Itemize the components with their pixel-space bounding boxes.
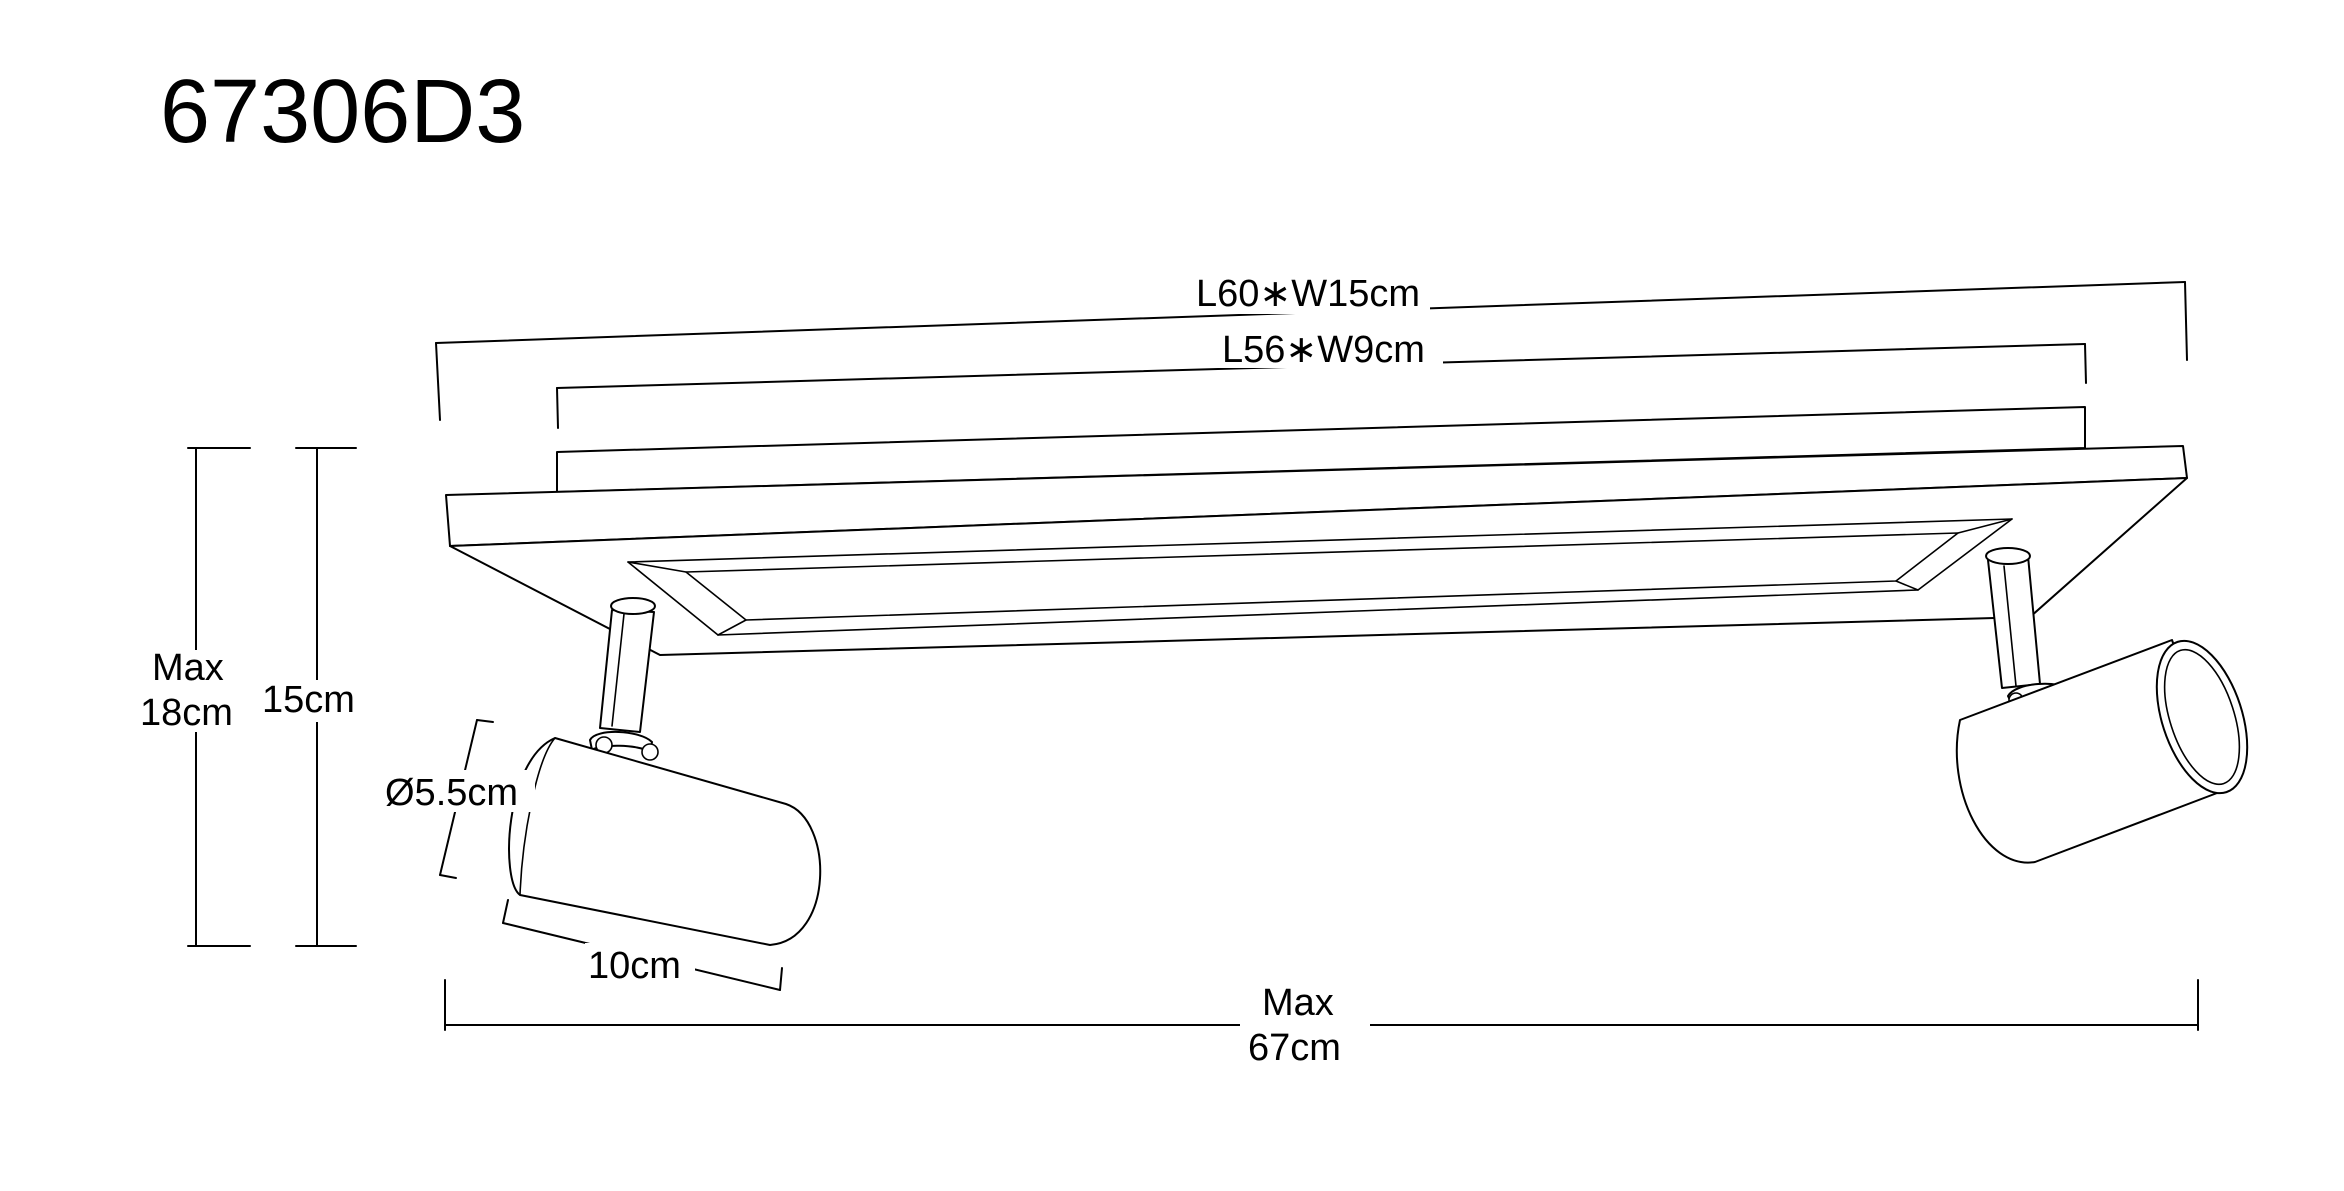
- max-width-label-line2: 67cm: [1248, 1027, 1341, 1069]
- max-height-label-line2: 18cm: [140, 692, 233, 734]
- outer-plate-label: L60∗W15cm: [1196, 273, 1420, 315]
- max-height-label-line1: Max: [152, 647, 224, 689]
- inner-plate-label: L56∗W9cm: [1222, 329, 1425, 371]
- shade-length-label: 10cm: [588, 945, 681, 987]
- ceiling-mount-base: [445, 406, 2188, 656]
- shade-diameter-label: Ø5.5cm: [385, 772, 518, 814]
- height-label: 15cm: [262, 679, 355, 721]
- model-code: 67306D3: [160, 62, 525, 162]
- max-width-label-line1: Max: [1262, 982, 1334, 1024]
- left-spotlight: [508, 597, 822, 946]
- right-spotlight: [1955, 547, 2249, 864]
